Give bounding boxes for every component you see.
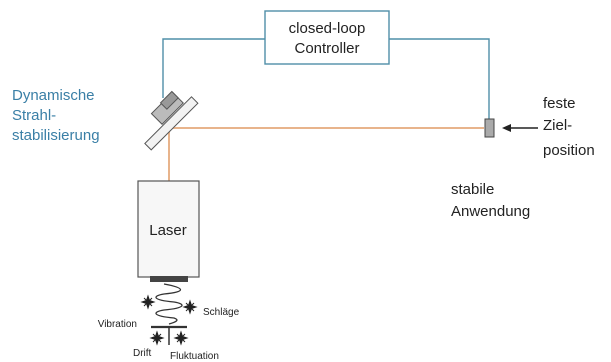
target-label-line3: position	[543, 142, 595, 159]
controller-label-line1: closed-loop	[289, 20, 366, 37]
target-arrow	[502, 124, 538, 132]
beam-stabilizer-mirror	[144, 90, 199, 151]
disturbance-star-shocks	[182, 299, 198, 315]
controller-label-line2: Controller	[294, 40, 359, 57]
stabilizer-label-line2: Strahl-	[12, 107, 56, 124]
laser-beam	[168, 127, 484, 181]
laser-body	[137, 180, 200, 278]
stabilizer-label-line3: stabilisierung	[12, 127, 100, 144]
disturbance-star-fluctuation	[173, 330, 189, 346]
disturbance-star-vibration	[140, 294, 156, 310]
stabilizer-label-line1: Dynamische	[12, 87, 95, 104]
control-loop-line	[162, 38, 490, 119]
target-label-line1: feste	[543, 95, 576, 112]
controller-box	[264, 10, 390, 65]
vibration-label: Vibration	[98, 319, 137, 330]
target-detector	[484, 118, 495, 138]
laser-label: Laser	[149, 222, 187, 239]
drift-label: Drift	[133, 348, 152, 359]
application-label-line1: stabile	[451, 181, 494, 198]
spring	[155, 283, 183, 325]
shocks-label: Schläge	[203, 307, 240, 318]
laser-base	[150, 276, 188, 282]
target-label-line2: Ziel-	[543, 117, 572, 134]
disturbance-star-drift	[149, 330, 165, 346]
fluctuation-label: Fluktuation	[170, 351, 219, 362]
application-label-line2: Anwendung	[451, 203, 530, 220]
